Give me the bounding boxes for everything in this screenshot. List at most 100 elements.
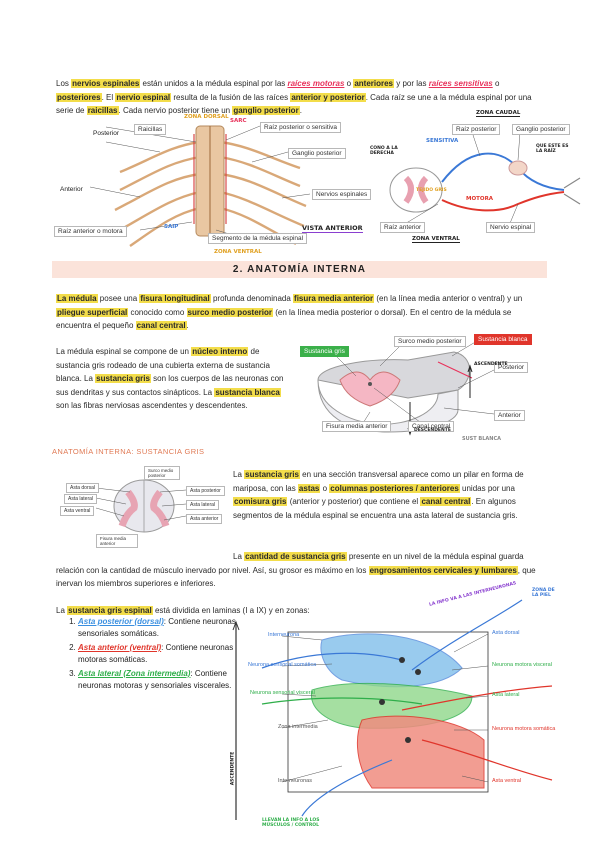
term-nervios-espinales: nervios espinales: [71, 79, 141, 88]
label-raicillas: Raicillas: [134, 124, 167, 135]
term-canal-central: canal central: [135, 321, 187, 330]
intro-paragraph: Los nervios espinales están unidos a la …: [56, 79, 532, 115]
term-cantidad-sustancia-gris: cantidad de sustancia gris: [244, 552, 347, 561]
figure-cord-block: Sustancia gris Surco medio posterior Sus…: [298, 332, 558, 440]
figure-gray-matter-small: Surco medio posterior Asta dorsal Asta l…: [56, 466, 226, 552]
term-surco-medio-posterior: surco medio posterior: [186, 307, 273, 317]
term-anteriores: anteriores: [353, 79, 394, 88]
label-posterior: Posterior: [93, 130, 120, 137]
label-neurona-motora-visceral: Neurona motora visceral: [492, 662, 552, 668]
label-neurona-sensorial-somatica: Neurona sensorial somática: [248, 662, 317, 668]
label-anterior-3: Anterior: [494, 410, 525, 421]
note-sarc: SARC: [230, 118, 247, 124]
note-saip: SAIP: [164, 224, 179, 230]
figure-spinal-cord-anterior: Raicillas Posterior Anterior Raíz anteri…: [54, 112, 372, 260]
section-title: 2. ANATOMÍA INTERNA: [232, 264, 367, 275]
label-asta-lateral-right-small: Asta lateral: [186, 500, 220, 510]
paragraph-laminas: La sustancia gris espinal está dividida …: [56, 606, 310, 615]
label-sustancia-gris: Sustancia gris: [300, 346, 349, 357]
term-fisura-media-anterior: fisura media anterior: [293, 294, 375, 303]
paragraph-mariposa: La sustancia gris en una sección transve…: [233, 470, 524, 520]
label-raiz-anterior: Raíz anterior: [380, 222, 426, 233]
term-fisura-longitudinal: fisura longitudinal: [139, 294, 211, 303]
label-asta-lateral-small: Asta lateral: [64, 494, 98, 504]
zone-item-posterior: Asta posterior (dorsal): Contiene neuron…: [78, 616, 246, 639]
label-raiz-posterior-sensitiva: Raíz posterior o sensitiva: [260, 122, 341, 133]
term-pliegue-superficial: pliegue superficial: [56, 307, 129, 317]
label-raiz-anterior-motora: Raíz anterior o motora: [54, 226, 127, 237]
term-nervio-espinal: nervio espinal: [115, 92, 172, 102]
zone-item-lateral: Asta lateral (Zona intermedia): Contiene…: [78, 668, 246, 691]
label-interneuronas: Interneuronas: [278, 778, 312, 784]
term-canal-central-2: canal central: [420, 497, 472, 506]
paragraph-cantidad: La cantidad de sustancia gris presente e…: [56, 552, 536, 588]
zone-name-anterior: Asta anterior (ventral): [78, 643, 162, 652]
cord-block-illustration: [317, 337, 495, 436]
label-interneurona: Interneurona: [268, 632, 300, 638]
note-vista-anterior: VISTA ANTERIOR: [302, 224, 363, 233]
note-zona-piel: ZONA DE LA PIEL: [532, 588, 555, 598]
note-sensitiva: SENSITIVA: [426, 138, 459, 144]
label-raiz-posterior: Raíz posterior: [452, 124, 501, 135]
term-astas: astas: [297, 483, 321, 493]
label-anterior: Anterior: [60, 186, 83, 193]
label-surco-small: Surco medio posterior: [144, 466, 180, 480]
term-ganglio-posterior: ganglio posterior: [232, 106, 300, 115]
zone-name-posterior: Asta posterior (dorsal): [78, 617, 164, 626]
section-header: 2. ANATOMÍA INTERNA: [52, 261, 547, 278]
label-fisura-media-anterior: Fisura media anterior: [322, 421, 392, 432]
term-raices-sensitivas: raíces sensitivas: [428, 79, 493, 88]
term-engrosamientos: engrosamientos cervicales y lumbares: [368, 565, 518, 575]
label-posterior-3: Posterior: [494, 362, 529, 373]
label-asta-anterior-small: Asta anterior: [186, 514, 223, 524]
note-llevan-info: LLEVAN LA INFO A LOS MÚSCULOS / CONTROL: [262, 818, 320, 828]
zone-name-lateral: Asta lateral (Zona intermedia): [78, 669, 191, 678]
term-sustancia-gris-2: sustancia gris: [244, 470, 300, 479]
label-nervios-espinales: Nervios espinales: [312, 189, 372, 200]
term-comisura-gris: comisura gris: [233, 497, 288, 506]
term-sustancia-gris: sustancia gris: [95, 374, 151, 383]
label-zona-intermedia: Zona intermedia: [278, 724, 318, 730]
note-zona-ventral-2: ZONA VENTRAL: [412, 236, 460, 243]
label-neurona-motora-somatica: Neurona motora somática: [492, 726, 556, 732]
note-zona-dorsal: ZONA DORSAL: [184, 114, 229, 120]
zones-list: Asta posterior (dorsal): Contiene neuron…: [60, 616, 246, 694]
note-cono-derecha: CONO A LA DERECHA: [370, 146, 398, 156]
label-asta-dorsal-small: Asta dorsal: [66, 483, 100, 493]
gray-matter-small-illustration: [95, 479, 187, 533]
label-sustancia-blanca: Sustancia blanca: [474, 334, 532, 345]
label-ganglio-posterior-2: Ganglio posterior: [512, 124, 570, 135]
note-tejido-gris: TEJIDO GRIS: [416, 188, 447, 193]
paragraph-fisuras: La médula posee una fisura longitudinal …: [56, 294, 523, 330]
paragraph-composicion: La médula espinal se compone de un núcle…: [56, 347, 284, 410]
note-motora: MOTORA: [466, 196, 494, 202]
term-nucleo-interno: núcleo interno: [191, 347, 249, 356]
term-anterior-posterior: anterior y posterior: [290, 92, 366, 102]
label-asta-ventral-small: Asta ventral: [60, 506, 95, 516]
note-ascendente: ASCENDENTE: [474, 362, 508, 367]
term-raices-motoras: raíces motoras: [287, 79, 345, 88]
label-surco-medio-posterior: Surco medio posterior: [394, 336, 466, 347]
label-asta-lateral-fig5: Asta lateral: [492, 692, 520, 698]
note-ascendente-fig5: ASCENDENTE: [230, 751, 236, 786]
term-la-medula: La médula: [56, 294, 98, 303]
label-segmento: Segmento de la médula espinal: [208, 233, 308, 244]
label-neurona-sensorial-visceral: Neurona sensorial visceral: [250, 690, 315, 696]
figure-roots-cross-section: ZONA CAUDAL Raíz posterior Ganglio poste…: [368, 108, 582, 258]
label-asta-dorsal-fig5: Asta dorsal: [492, 630, 520, 636]
note-que-este: QUE ESTE ES LA RAÍZ: [536, 144, 569, 154]
term-sustancia-blanca: sustancia blanca: [214, 387, 281, 397]
neuron-zones-illustration: [232, 599, 553, 820]
term-sustancia-gris-espinal: sustancia gris espinal: [67, 606, 153, 615]
note-zona-ventral: ZONA VENTRAL: [214, 249, 262, 255]
note-sust-blanca: SUST BLANCA: [462, 436, 502, 442]
label-ganglio-posterior: Ganglio posterior: [288, 148, 346, 159]
figure-neuron-zones: Interneurona Neurona sensorial somática …: [222, 580, 592, 848]
note-descendente: DESCENDENTE: [414, 428, 451, 433]
term-raicillas: raicillas: [86, 106, 119, 115]
note-zona-caudal: ZONA CAUDAL: [476, 110, 521, 117]
label-nervio-espinal: Nervio espinal: [486, 222, 536, 233]
label-asta-posterior-small: Asta posterior: [186, 486, 225, 496]
term-columnas: columnas posteriores / anteriores: [329, 483, 460, 493]
term-posteriores: posteriores: [56, 92, 102, 102]
